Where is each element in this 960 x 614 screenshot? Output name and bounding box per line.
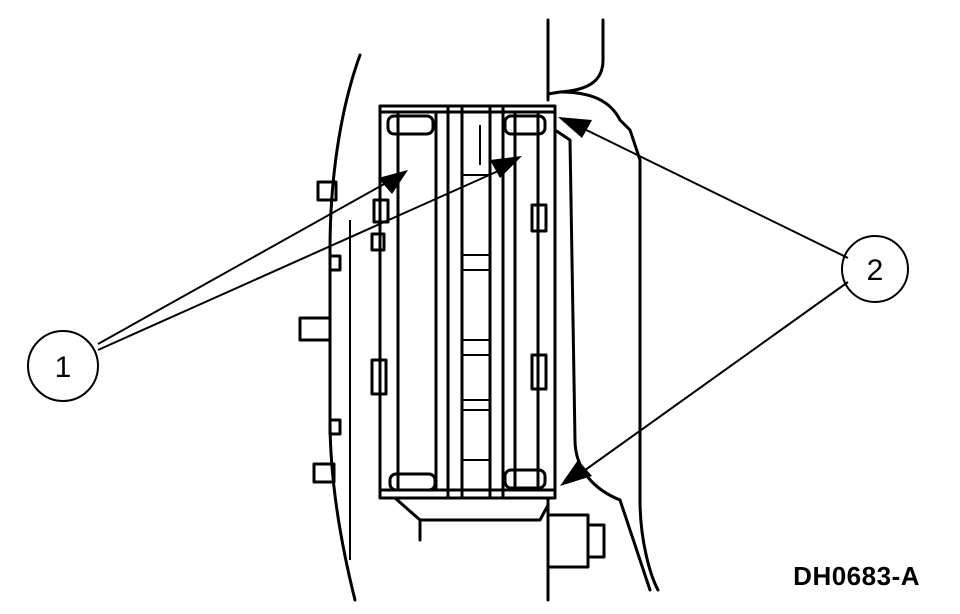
caliper-bracket-left [298, 53, 390, 602]
arrowhead-1a [378, 170, 408, 194]
leader-lines-2 [558, 117, 849, 486]
lower-bracket-bolt [393, 496, 606, 569]
pad-assembly [378, 104, 557, 500]
leader-lines-1 [97, 156, 522, 351]
figure-id-label: DH0683-A [793, 561, 920, 591]
arrowhead-1b [490, 156, 522, 178]
callout-1-label: 1 [55, 351, 72, 384]
arrowhead-2b [560, 460, 592, 486]
arrowhead-2a [558, 117, 592, 138]
callout-2-label: 2 [867, 254, 884, 287]
callout-2: 2 [841, 235, 909, 303]
callout-1: 1 [27, 330, 99, 402]
